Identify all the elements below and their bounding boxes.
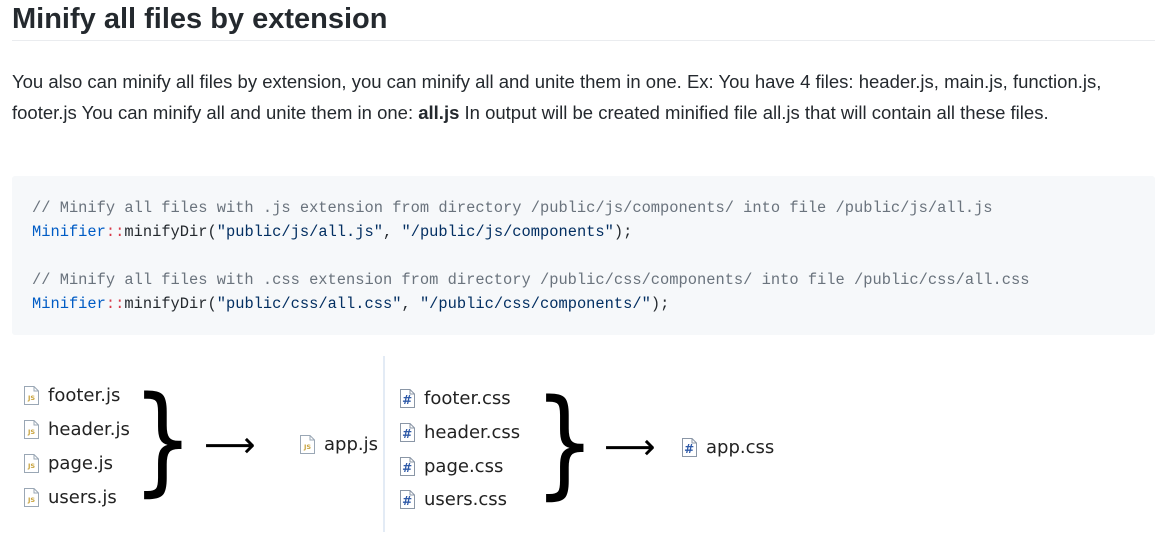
code-blank-line	[32, 244, 1155, 268]
code-function-call: minifyDir(	[124, 223, 217, 241]
svg-text:#: #	[402, 461, 412, 475]
js-file-icon: JS	[24, 453, 39, 473]
js-file-name: header.js	[48, 418, 130, 440]
css-file-icon: #	[400, 422, 415, 442]
description-text-2: In output will be created minified file …	[459, 102, 1049, 123]
code-line-js: Minifier::minifyDir("public/js/all.js", …	[32, 220, 1155, 244]
css-group-brace: }	[534, 373, 596, 511]
svg-text:JS: JS	[27, 428, 35, 436]
css-file-name: header.css	[424, 421, 521, 443]
code-scope-operator: ::	[105, 223, 125, 241]
minify-diagram: JS footer.js JS header.js JS page.js JS …	[12, 350, 1155, 550]
css-output-name: app.css	[706, 436, 775, 458]
js-file-item: JS footer.js	[24, 382, 120, 408]
code-end: );	[650, 295, 670, 313]
js-file-icon: JS	[24, 385, 39, 405]
section-heading: Minify all files by extension	[12, 0, 1155, 41]
css-file-name: footer.css	[424, 387, 511, 409]
css-file-icon: #	[400, 388, 415, 408]
css-file-icon: #	[682, 437, 697, 457]
js-file-icon: JS	[24, 487, 39, 507]
css-file-icon: #	[400, 456, 415, 476]
code-block[interactable]: // Minify all files with .js extension f…	[12, 176, 1155, 335]
svg-text:JS: JS	[303, 443, 311, 451]
js-file-icon: JS	[300, 434, 315, 454]
description-text-1: You also can minify all files by extensi…	[12, 71, 1102, 123]
css-file-icon: #	[400, 489, 415, 509]
code-class-name: Minifier	[32, 295, 106, 313]
css-file-item: # header.css	[400, 419, 520, 445]
css-file-item: # footer.css	[400, 385, 511, 411]
code-separator: ,	[401, 295, 420, 313]
code-comment-js: // Minify all files with .js extension f…	[32, 199, 993, 217]
js-output-name: app.js	[324, 433, 378, 455]
svg-text:JS: JS	[27, 496, 35, 504]
js-group-brace: }	[132, 370, 194, 508]
code-comment-css: // Minify all files with .css extension …	[32, 271, 1030, 289]
section-description: You also can minify all files by extensi…	[12, 66, 1155, 128]
readme-section: Minify all files by extension You also c…	[12, 0, 1155, 532]
code-string-arg: "public/css/all.css"	[216, 295, 402, 313]
css-file-item: # page.css	[400, 453, 503, 479]
code-class-name: Minifier	[32, 223, 106, 241]
code-scope-operator: ::	[105, 295, 125, 313]
description-bold-filename: all.js	[418, 102, 460, 123]
code-string-arg: "/public/css/components/"	[419, 295, 651, 313]
code-string-arg: "/public/js/components"	[401, 223, 614, 241]
js-output-file: JS app.js	[300, 431, 378, 457]
svg-text:#: #	[684, 442, 694, 456]
svg-text:#: #	[402, 494, 412, 508]
svg-text:JS: JS	[27, 394, 35, 402]
js-file-item: JS header.js	[24, 416, 130, 442]
css-output-file: # app.css	[682, 434, 774, 460]
js-file-name: users.js	[48, 486, 117, 508]
code-string-arg: "public/js/all.js"	[216, 223, 383, 241]
code-line-css: Minifier::minifyDir("public/css/all.css"…	[32, 292, 1155, 316]
svg-text:#: #	[402, 393, 412, 407]
js-file-name: footer.js	[48, 384, 121, 406]
css-file-item: # users.css	[400, 486, 507, 512]
css-arrow-icon: ⟶	[604, 427, 656, 468]
js-file-item: JS page.js	[24, 450, 113, 476]
css-file-name: users.css	[424, 488, 508, 510]
js-file-icon: JS	[24, 419, 39, 439]
js-file-item: JS users.js	[24, 484, 117, 510]
css-file-name: page.css	[424, 455, 504, 477]
svg-text:JS: JS	[27, 462, 35, 470]
svg-text:#: #	[402, 427, 412, 441]
code-function-call: minifyDir(	[124, 295, 217, 313]
code-separator: ,	[382, 223, 402, 241]
code-end: );	[613, 223, 633, 241]
js-arrow-icon: ⟶	[204, 425, 256, 466]
diagram-divider	[383, 356, 385, 532]
js-file-name: page.js	[48, 452, 114, 474]
